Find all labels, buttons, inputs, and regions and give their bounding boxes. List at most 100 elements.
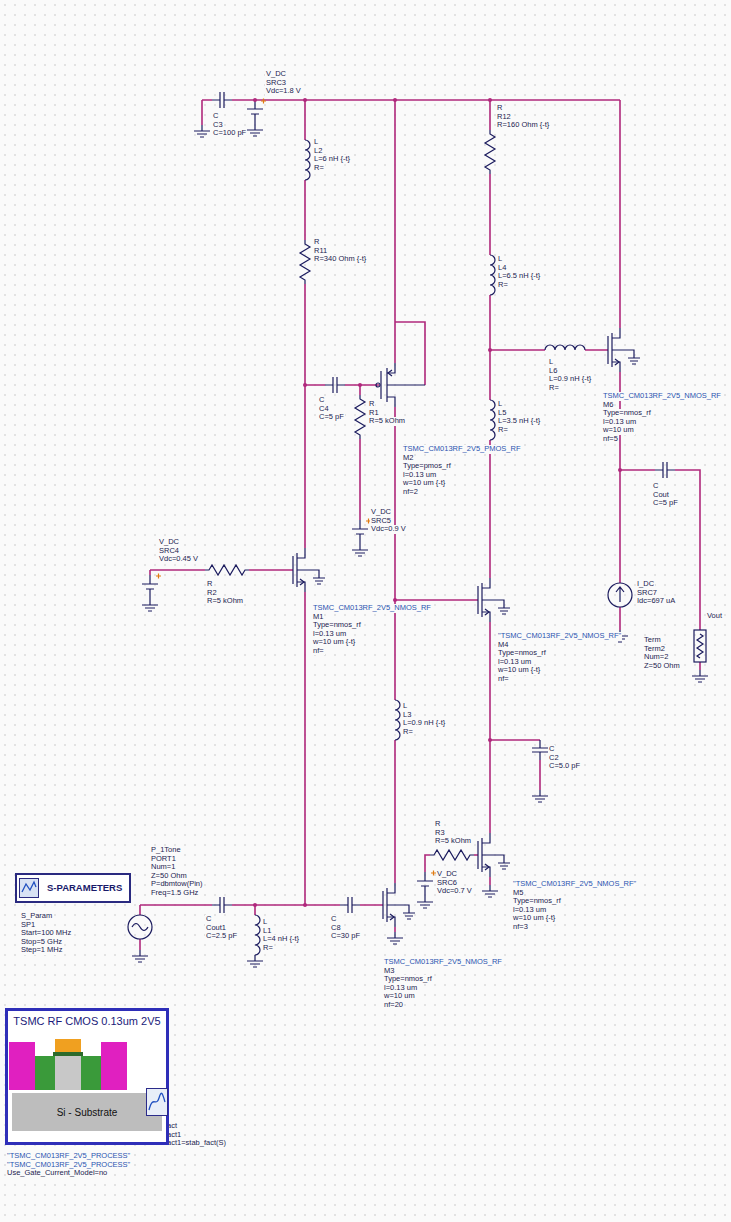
component-label: R=5 kOhm <box>434 837 472 846</box>
component-label: nf=3 <box>512 923 529 932</box>
component-label: L <box>497 400 503 409</box>
component-label: R=340 Ohm {-t} <box>313 255 367 264</box>
component-label: R2 <box>206 589 218 598</box>
component-label: Type=nmos_rf <box>312 621 362 630</box>
component-label: nf= <box>312 647 325 656</box>
component-label: P=dbmtow(Pin) <box>150 880 203 889</box>
component-label: L=3.5 nH {-t} <box>497 417 541 426</box>
model-name: "TSMC_CM013RF_2V5_NMOS_RF" <box>497 632 622 641</box>
component-label: Type=nmos_rf <box>497 649 547 658</box>
component-label: R= <box>402 728 414 737</box>
component-label: Type=nmos_rf <box>602 409 652 418</box>
component-label: nf=2 <box>402 488 419 497</box>
component-label: L=0.9 nH {-t} <box>402 719 446 728</box>
component-label: C4 <box>318 405 330 414</box>
model-name: "TSMC_CM013RF_2V5_PROCESS" <box>6 1161 131 1170</box>
component-label: w=10 um <box>602 426 635 435</box>
component-label: C=2.5 pF <box>205 932 238 941</box>
component-label: L <box>548 358 554 367</box>
component-label: l=0.13 um <box>497 658 532 667</box>
component-label: Vout <box>706 612 723 621</box>
component-label: V_DC <box>265 70 287 79</box>
component-label: w=10 um {-t} <box>512 914 556 923</box>
component-label: R <box>368 400 375 409</box>
component-label: C <box>212 112 219 121</box>
component-label: nf=5 <box>602 435 619 444</box>
component-label: R11 <box>313 247 328 256</box>
component-label: Vdc=0.45 V <box>158 555 199 564</box>
component-label: SP1 <box>20 921 36 930</box>
component-label: C <box>652 482 659 491</box>
wires <box>140 100 700 950</box>
component-label: Idc=697 uA <box>636 597 676 606</box>
component-label: M2 <box>402 454 414 463</box>
model-name: "TSMC_CM013RF_2V5_PROCESS" <box>6 1152 131 1161</box>
component-label: M1 <box>312 613 324 622</box>
component-label: L=4 nH {-t} <box>262 935 300 944</box>
component-label: L=6 nH {-t} <box>313 155 351 164</box>
component-label: SRC7 <box>636 589 658 598</box>
component-label: nf=20 <box>383 1001 404 1010</box>
model-name: TSMC_CM013RF_2V5_NMOS_RF <box>602 392 722 401</box>
junctions <box>253 98 622 907</box>
component-label: Vdc=1.8 V <box>265 87 302 96</box>
component-label: C=5 pF <box>318 413 345 422</box>
component-label: SRC6 <box>436 879 458 888</box>
component-label: R <box>313 238 320 247</box>
component-label: M3 <box>383 967 395 976</box>
component-label: L6 <box>548 367 558 376</box>
component-label: L4 <box>497 264 507 273</box>
component-label: l=0.13 um <box>402 471 437 480</box>
component-label: L <box>262 918 268 927</box>
component-label: L3 <box>402 711 412 720</box>
component-label: SRC4 <box>158 547 180 556</box>
component-label: Stop=5 GHz <box>20 938 63 947</box>
component-label: Type=nmos_rf <box>383 975 433 984</box>
component-label: C <box>548 745 555 754</box>
component-label: Z=50 Ohm <box>150 872 188 881</box>
component-label: C8 <box>330 924 342 933</box>
sparam-icon <box>19 878 39 898</box>
component-label: C=30 pF <box>330 932 361 941</box>
component-label: V_DC <box>158 538 180 547</box>
component-label: R12 <box>496 113 512 122</box>
component-label: L <box>402 702 408 711</box>
component-label: l=0.13 um <box>602 418 637 427</box>
substrate-band: Si - Substrate <box>12 1093 162 1131</box>
component-label: V_DC <box>370 508 392 517</box>
component-label: C3 <box>212 121 224 130</box>
component-label: R1 <box>368 409 380 418</box>
component-label: L <box>497 255 503 264</box>
component-label: Type=nmos_rf <box>512 897 562 906</box>
component-label: C <box>205 915 212 924</box>
component-label: C <box>318 396 325 405</box>
component-label: I_DC <box>636 580 655 589</box>
component-label: C=5 pF <box>652 499 679 508</box>
component-label: Step=1 MHz <box>20 946 63 955</box>
component-label: L=6.5 nH {-t} <box>497 272 541 281</box>
component-label: R <box>434 820 441 829</box>
node-text: S-PARAMETERS <box>47 882 122 893</box>
component-label: R=5 kOhm <box>368 417 406 426</box>
process-cross-section <box>9 1034 127 1090</box>
component-label: Start=100 MHz <box>20 929 72 938</box>
component-label: M4 <box>497 641 509 650</box>
model-name: TSMC_CM013RF_2V5_PMOS_RF <box>402 445 522 454</box>
component-label: Vdc=0.7 V <box>436 887 473 896</box>
component-label: w=10 um {-t} <box>312 638 356 647</box>
component-label: R= <box>313 164 325 173</box>
component-label: R=5 kOhm <box>206 597 244 606</box>
component-label: S_Param <box>20 912 53 921</box>
component-label: V_DC <box>436 870 458 879</box>
component-label: L5 <box>497 409 507 418</box>
stabfact-icon <box>146 1088 168 1116</box>
component-label: R= <box>548 384 560 393</box>
component-label: w=10 um {-t} <box>402 479 446 488</box>
component-label: C=5.0 pF <box>548 762 581 771</box>
component-label: Num=1 <box>150 863 176 872</box>
component-label: w=10 um <box>383 992 416 1001</box>
component-label: PORT1 <box>150 855 177 864</box>
component-label: SRC5 <box>370 517 392 526</box>
component-label: Num=2 <box>643 653 669 662</box>
component-label: R <box>496 104 503 113</box>
